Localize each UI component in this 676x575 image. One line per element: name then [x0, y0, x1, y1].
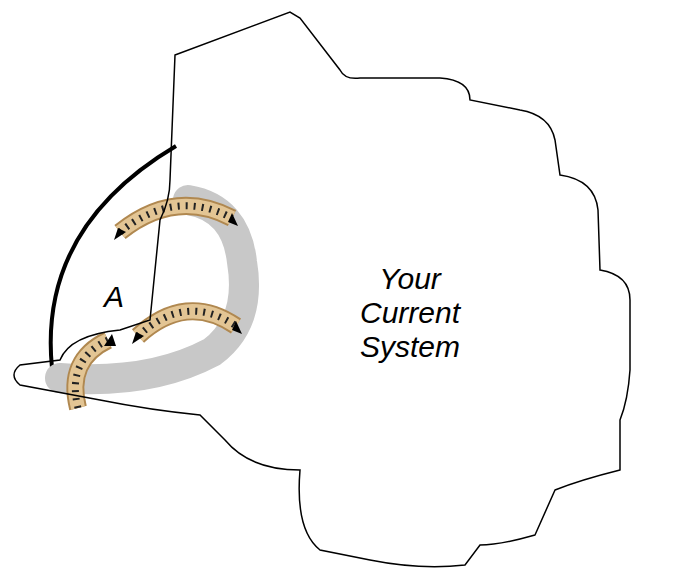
system-label: Your Current System	[335, 262, 485, 364]
region-letter: A	[104, 280, 124, 314]
bridge-middle	[132, 311, 242, 344]
bridge-top	[114, 206, 238, 240]
bridge-lower	[75, 334, 116, 408]
region-label-area: A	[100, 276, 129, 318]
region-boundary	[51, 146, 176, 368]
